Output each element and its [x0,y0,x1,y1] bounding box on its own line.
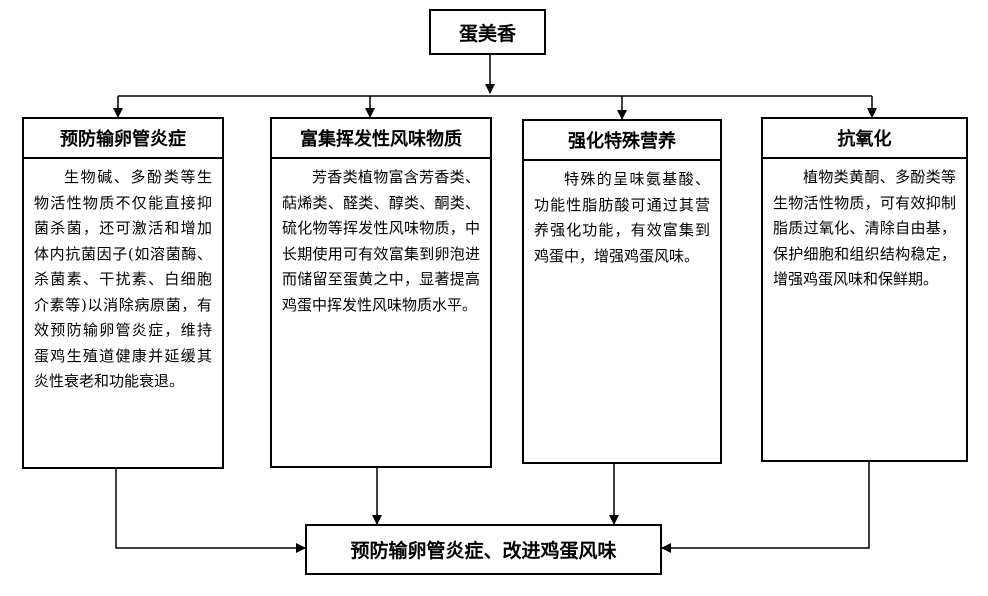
result-label: 预防输卵管炎症、改进鸡蛋风味 [350,540,617,562]
result-node: 预防输卵管炎症、改进鸡蛋风味 [305,524,662,575]
column-3-body: 特殊的呈味氨基酸、功能性脂肪酸可通过其营养强化功能，有效富集到鸡蛋中，增强鸡蛋风… [534,170,710,265]
column-1-body: 生物碱、多酚类等生物活性物质不仅能直接抑菌杀菌，还可激活和增加体内抗菌因子(如溶… [34,168,212,390]
column-4-body: 植物类黄酮、多酚类等生物活性物质，可有效抑制脂质过氧化、清除自由基，保护细胞和组… [773,168,956,288]
column-3: 强化特殊营养 特殊的呈味氨基酸、功能性脂肪酸可通过其营养强化功能，有效富集到鸡蛋… [522,119,722,464]
column-2-body: 芳香类植物富含芳香类、萜烯类、醛类、醇类、酮类、硫化物等挥发性风味物质，中长期使… [282,168,480,314]
column-1-title: 预防输卵管炎症 [24,119,222,159]
column-2: 富集挥发性风味物质 芳香类植物富含芳香类、萜烯类、醛类、醇类、酮类、硫化物等挥发… [270,117,492,468]
bottom-link-col-1 [115,469,306,553]
root-label: 蛋美香 [458,22,516,45]
column-1: 预防输卵管炎症 生物碱、多酚类等生物活性物质不仅能直接抑菌杀菌，还可激活和增加体… [22,117,224,469]
bottom-link-col-4 [661,462,870,553]
root-node: 蛋美香 [429,9,546,55]
column-2-title: 富集挥发性风味物质 [272,119,490,159]
column-4: 抗氧化 植物类黄酮、多酚类等生物活性物质，可有效抑制脂质过氧化、清除自由基，保护… [761,117,968,462]
column-3-title: 强化特殊营养 [524,121,720,161]
column-4-title: 抗氧化 [763,119,966,159]
